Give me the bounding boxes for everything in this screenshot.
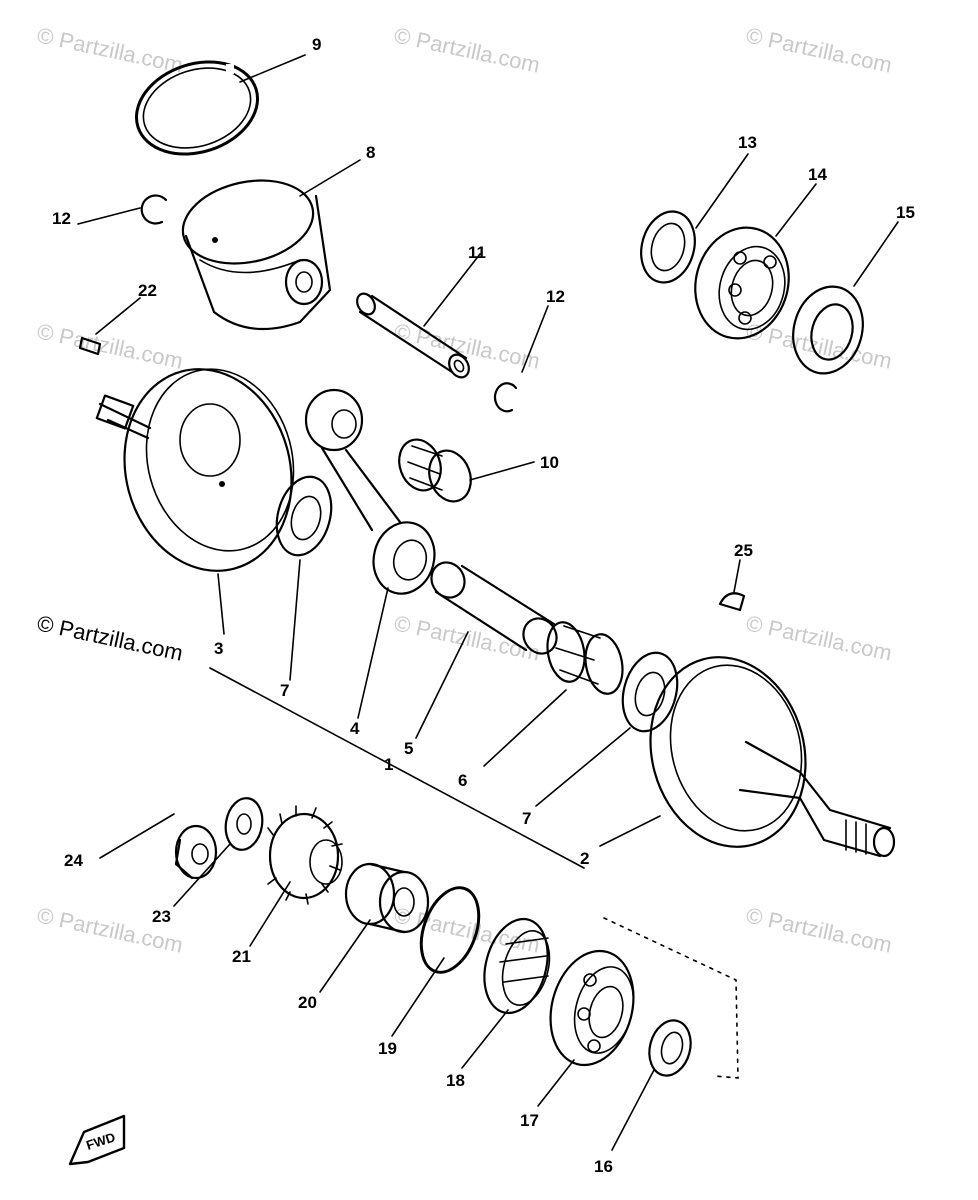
callout-17: 17	[520, 1111, 539, 1130]
callout-14: 14	[808, 165, 827, 184]
callout-11: 11	[468, 243, 486, 262]
spacer-20-part	[344, 862, 430, 934]
oil-seal-15-part	[792, 285, 864, 375]
watermark-center: © Partzilla.com	[392, 610, 542, 665]
callout-5: 5	[404, 739, 413, 758]
callout-2: 2	[580, 849, 589, 868]
callout-23: 23	[152, 907, 171, 926]
callout-7-left: 7	[280, 681, 289, 700]
callout-12-left: 12	[52, 209, 71, 228]
callout-19: 19	[378, 1039, 397, 1058]
callout-3: 3	[214, 639, 223, 658]
callout-numbers: 9 8 12 22 11 12 13 14 15 10 25 3 7 4 5 1…	[52, 35, 915, 1176]
piston-ring-part	[134, 60, 260, 156]
watermark-top-left: © Partzilla.com	[35, 22, 185, 77]
ball-bearing-17-part	[549, 949, 635, 1067]
needle-bearing-18-part	[483, 917, 551, 1015]
callout-21: 21	[232, 947, 251, 966]
watermark-center-right: © Partzilla.com	[744, 610, 894, 665]
fwd-arrow-icon: FWD	[68, 1114, 126, 1166]
leader-lines	[77, 54, 899, 1151]
crankshaft-assembly-line	[209, 667, 585, 869]
callout-13: 13	[738, 133, 757, 152]
needle-bearing-6-part	[546, 621, 624, 695]
oil-seal-16-part	[648, 1019, 692, 1077]
watermark-top-right: © Partzilla.com	[744, 22, 894, 77]
circlip-left-part	[140, 194, 168, 225]
callout-7-right: 7	[522, 809, 531, 828]
connecting-rod-part	[304, 388, 436, 595]
circlip-right-part	[493, 382, 518, 413]
callout-10: 10	[540, 453, 559, 472]
callout-1: 1	[384, 755, 393, 774]
cover-outline	[603, 917, 739, 1079]
watermark-main: © Partzilla.com	[35, 610, 185, 665]
nut-24-part	[174, 824, 218, 880]
callout-6: 6	[458, 771, 467, 790]
callout-24: 24	[64, 851, 83, 870]
watermark-mid-left: © Partzilla.com	[35, 318, 185, 373]
callout-22: 22	[138, 281, 157, 300]
woodruff-key-part	[718, 592, 746, 612]
callout-15: 15	[896, 203, 915, 222]
callout-9: 9	[312, 35, 321, 54]
callout-20: 20	[298, 993, 317, 1012]
callout-16: 16	[594, 1157, 613, 1176]
callout-25: 25	[734, 541, 753, 560]
shim-7-left-part	[275, 475, 333, 557]
bearing-14-part	[694, 226, 790, 340]
shim-7-right-part	[621, 651, 679, 733]
watermarks: © Partzilla.com © Partzilla.com © Partzi…	[35, 22, 894, 957]
crank-right-part	[649, 656, 896, 858]
callout-4: 4	[350, 719, 360, 738]
shim-13-part	[640, 210, 696, 284]
callout-18: 18	[446, 1071, 465, 1090]
callout-12-right: 12	[546, 287, 565, 306]
washer-23-part	[224, 797, 264, 851]
piston-pin-part	[356, 292, 470, 379]
watermark-top-center: © Partzilla.com	[392, 22, 542, 77]
callout-8: 8	[366, 143, 375, 162]
gear-21-part	[267, 805, 343, 905]
locating-pin-part	[78, 336, 102, 356]
crank-left-part	[95, 368, 295, 572]
piston-part	[181, 179, 332, 331]
watermark-low-right: © Partzilla.com	[744, 902, 894, 957]
watermark-mid-center: © Partzilla.com	[392, 318, 542, 373]
needle-bearing-10-part	[398, 438, 472, 503]
